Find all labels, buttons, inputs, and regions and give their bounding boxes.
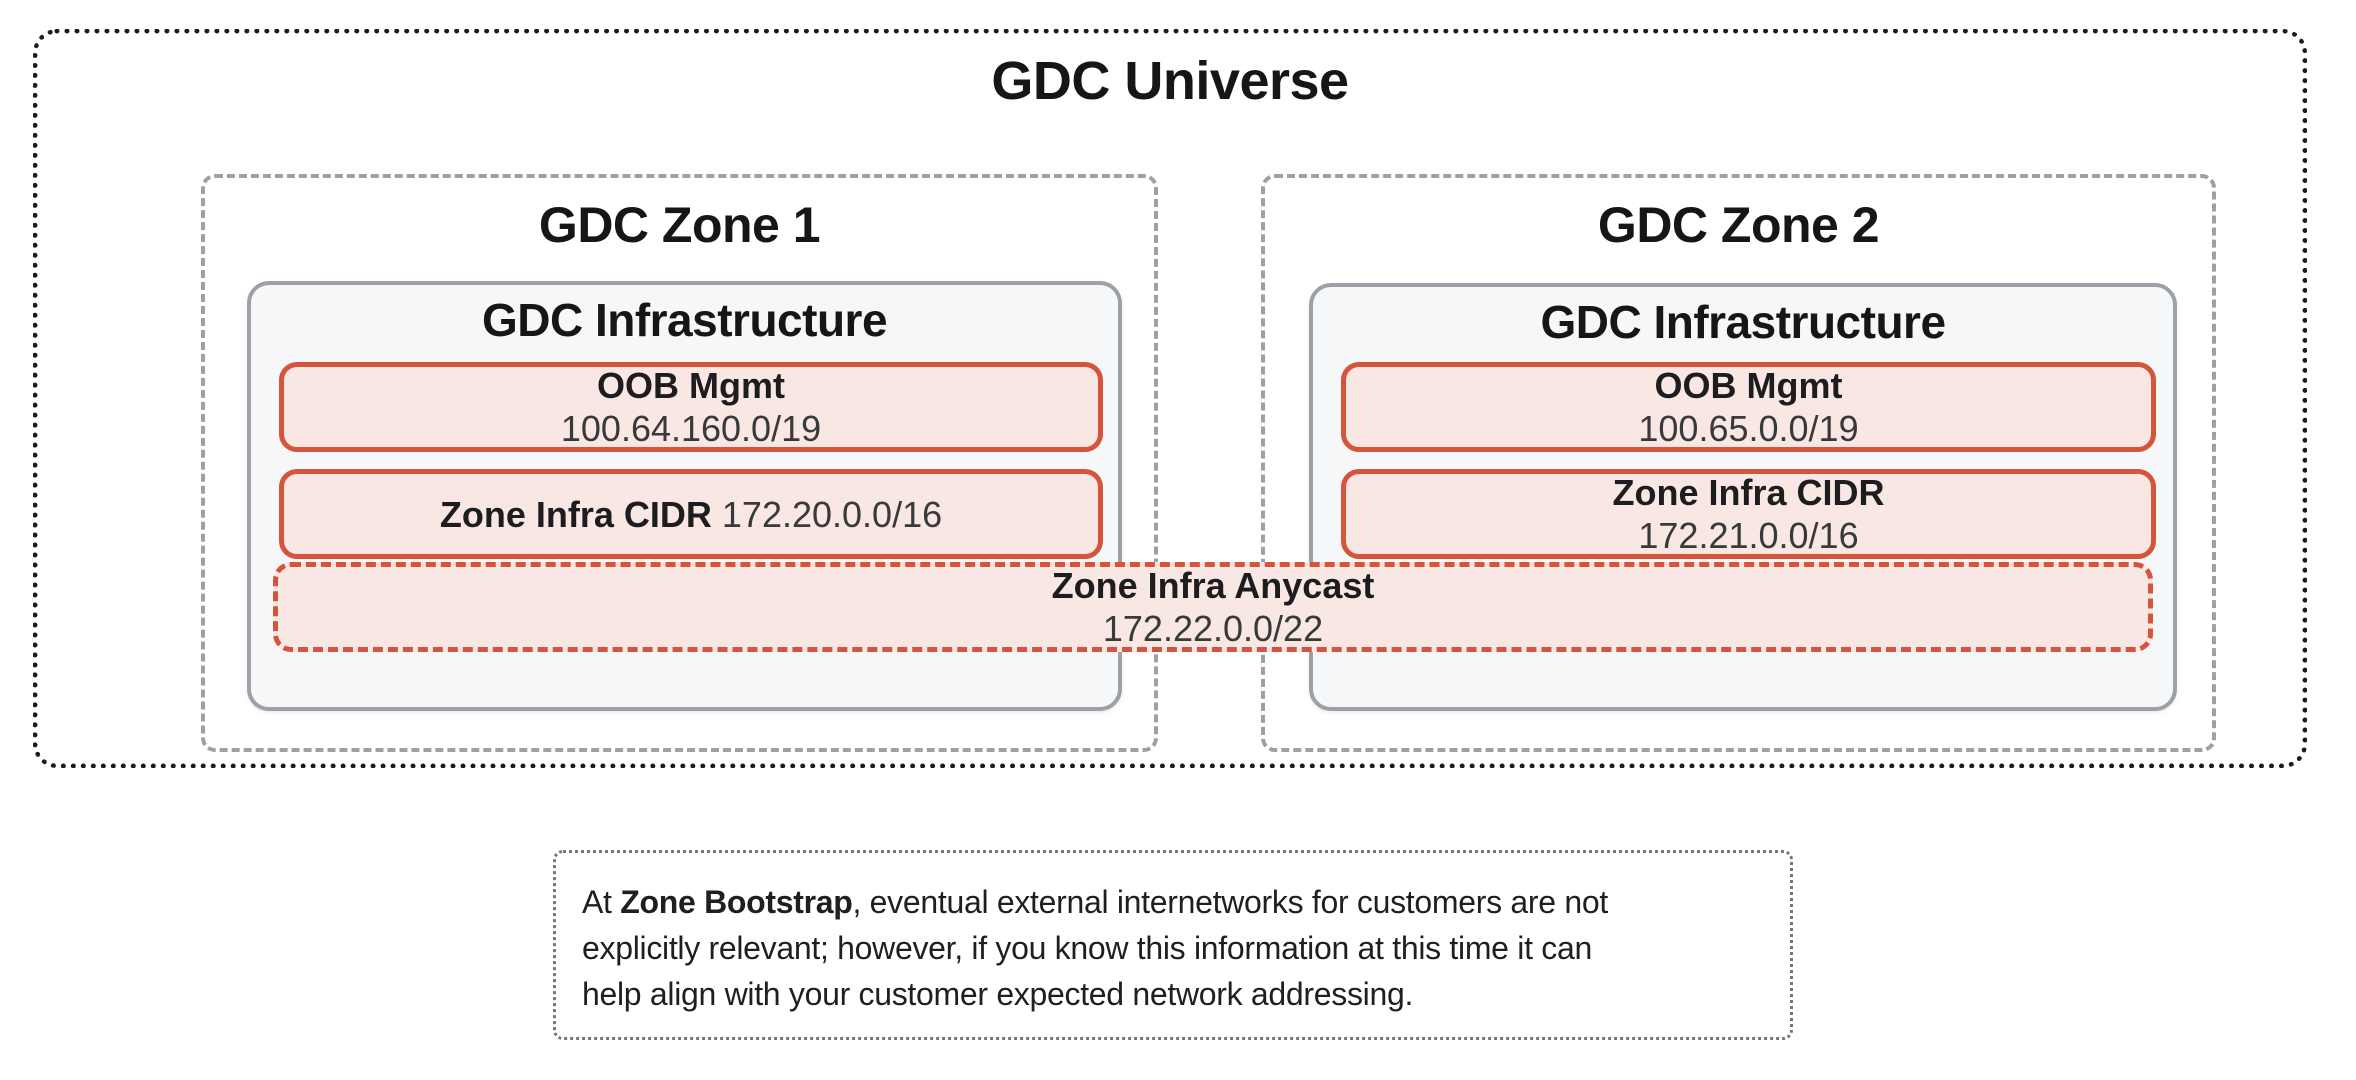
note-prefix: At [582, 884, 621, 920]
note-line-3: help align with your customer expected n… [582, 976, 1414, 1012]
zone-2-box: GDC Zone 2 GDC Infrastructure OOB Mgmt 1… [1261, 174, 2216, 752]
universe-title: GDC Universe [991, 51, 1349, 111]
zone-infra-anycast-box: Zone Infra Anycast 172.22.0.0/22 [273, 562, 2153, 652]
note-bold-term: Zone Bootstrap [620, 884, 853, 920]
zone-2-infra-cidr-label: Zone Infra CIDR [1612, 472, 1885, 513]
zone-2-title: GDC Zone 2 [1597, 197, 1880, 253]
zone-infra-anycast-label: Zone Infra Anycast [1051, 565, 1375, 606]
zone-2-infra-cidr-value: 172.21.0.0/16 [1638, 515, 1859, 556]
zone-1-infra-cidr-label: Zone Infra CIDR [439, 493, 712, 535]
universe-box: GDC Universe GDC Zone 1 GDC Infrastructu… [33, 29, 2307, 768]
zone-2-oob-mgmt-label: OOB Mgmt [1654, 365, 1843, 406]
note-line-1: At Zone Bootstrap, eventual external int… [582, 879, 1764, 925]
zone-1-oob-mgmt-label: OOB Mgmt [597, 365, 785, 406]
zone-2-oob-mgmt-cidr: 100.65.0.0/19 [1638, 408, 1859, 449]
zone-1-infra-cidr-value: 172.20.0.0/16 [721, 493, 943, 535]
zone-2-infra-cidr-box: Zone Infra CIDR 172.21.0.0/16 [1341, 469, 2156, 559]
zone-1-infrastructure-title: GDC Infrastructure [481, 294, 888, 346]
zone-2-infrastructure-title: GDC Infrastructure [1540, 296, 1946, 348]
zone-1-oob-mgmt-box: OOB Mgmt 100.64.160.0/19 [279, 362, 1103, 452]
zone-1-title: GDC Zone 1 [538, 197, 821, 253]
bootstrap-note-box: At Zone Bootstrap, eventual external int… [553, 850, 1793, 1040]
zone-2-oob-mgmt-box: OOB Mgmt 100.65.0.0/19 [1341, 362, 2156, 452]
note-line-1-rest: , eventual external internetworks for cu… [852, 884, 1608, 920]
zone-1-box: GDC Zone 1 GDC Infrastructure OOB Mgmt 1… [201, 174, 1158, 752]
note-line-2: explicitly relevant; however, if you kno… [582, 930, 1592, 966]
zone-infra-anycast-cidr: 172.22.0.0/22 [1102, 608, 1324, 649]
zone-1-oob-mgmt-cidr: 100.64.160.0/19 [560, 408, 822, 449]
